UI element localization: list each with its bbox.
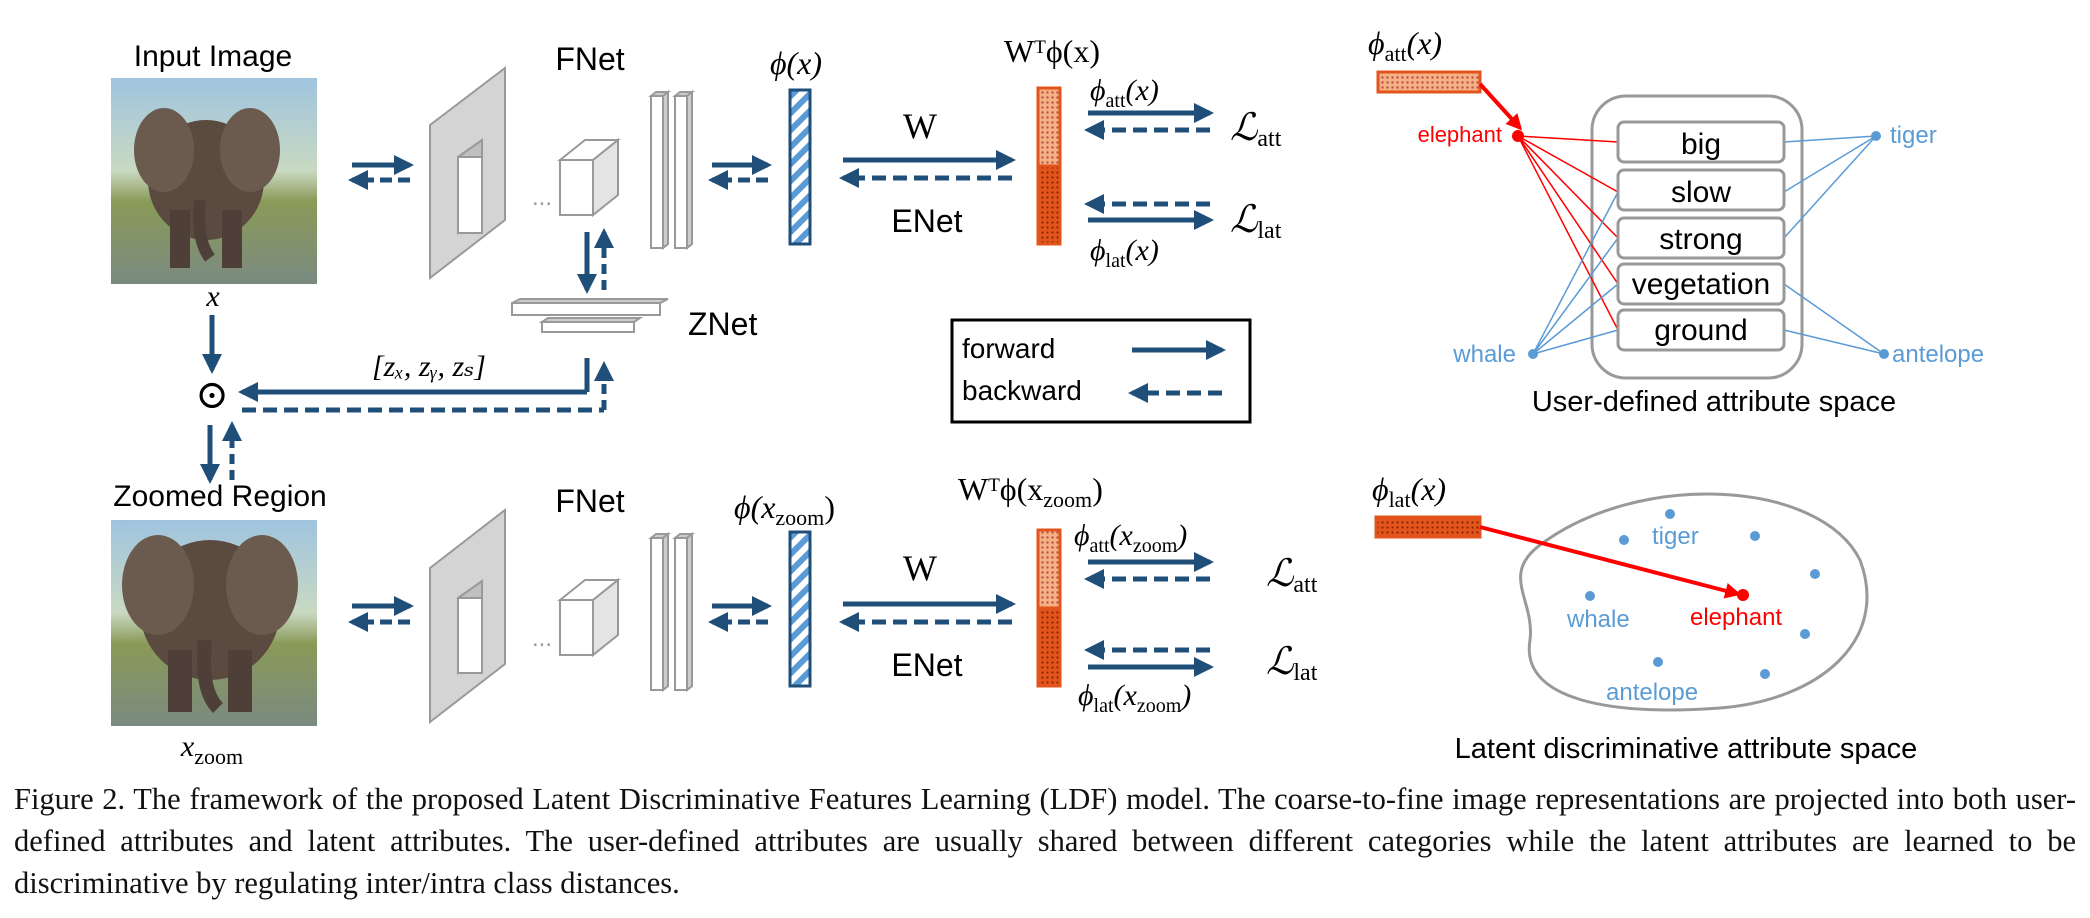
legend-backward-label: backward (962, 375, 1082, 406)
input-image-label: Input Image (134, 40, 292, 73)
input-image (111, 78, 317, 284)
phi-lat-x-zoom-label: ϕlat(xzoom) (1078, 679, 1191, 717)
wt-phi-zoom-att-part (1036, 528, 1062, 610)
elephant-label-attr: elephant (1418, 122, 1502, 147)
phi-att-bar (1376, 70, 1482, 94)
phi-x-zoom-label: ϕ(xzoom) (734, 489, 835, 530)
attribute-blue-links (1532, 135, 1885, 355)
w-label-top: W (903, 106, 937, 146)
elephant-point-attr (1512, 130, 1524, 142)
tiger-label-latent: tiger (1652, 523, 1699, 550)
attribute-ground: ground (1654, 314, 1747, 347)
phi-lat-to-elephant-arrow (1479, 525, 1742, 599)
phi-att-to-elephant-arrow (1478, 82, 1523, 131)
phi-att-x-zoom-label: ϕatt(xzoom) (1074, 519, 1187, 557)
w-label-bottom: W (903, 548, 937, 588)
attribute-strong: strong (1659, 223, 1742, 256)
attribute-space-title: User-defined attribute space (1532, 386, 1896, 418)
znet-block (511, 298, 669, 333)
znet-odot-arrows (238, 358, 614, 413)
whale-label-latent: whale (1566, 606, 1630, 633)
legend: forward backward (950, 318, 1252, 424)
legend-forward-label: forward (962, 333, 1055, 364)
antelope-label-latent: antelope (1606, 679, 1698, 706)
figure-caption: Figure 2. The framework of the proposed … (14, 782, 2076, 900)
x-zoom-label: xzoom (180, 730, 243, 769)
wt-phi-x-label: Wᵀϕ(x) (1004, 33, 1100, 69)
fnet-phi-zoom-arrows (708, 596, 772, 632)
phi-att-x-label-right: ϕatt(x) (1368, 25, 1442, 66)
attribute-vegetation: vegetation (1632, 268, 1770, 301)
loss-lat-bottom: ℒlat (1266, 641, 1318, 686)
phi-x-label: ϕ(x) (770, 45, 822, 81)
fnet-znet-arrows (577, 228, 614, 294)
latent-space-blob (1519, 492, 1869, 712)
input-fnet-arrows (348, 155, 414, 190)
phi-lat-x-label-top: ϕlat(x) (1090, 234, 1159, 272)
loss-lat-top: ℒlat (1230, 199, 1282, 244)
phi-att-x-label-top: ϕatt(x) (1090, 74, 1159, 112)
fnet-label-top: FNet (555, 41, 624, 77)
fnet-phi-arrows (708, 155, 772, 190)
enet-label-bottom: ENet (891, 647, 962, 683)
phi-lat-bar (1374, 515, 1482, 539)
zoomed-image (111, 520, 317, 726)
framework-figure: Input Image x FNet ... ϕ(x) (111, 25, 1984, 769)
elephant-point-latent (1737, 589, 1749, 601)
latent-space-title: Latent discriminative attribute space (1455, 733, 1918, 765)
whale-label-attr: whale (1452, 341, 1516, 368)
fnet-ellipsis-bottom: ... (532, 625, 552, 652)
antelope-point-attr (1879, 349, 1889, 359)
wt-phi-zoom-lat-part (1036, 606, 1062, 688)
wt-phi-x-zoom-label: Wᵀϕ(xzoom) (958, 471, 1103, 512)
wt-phi-att-part (1036, 86, 1062, 168)
phi-x-zoom-vector (788, 530, 812, 688)
antelope-label-attr: antelope (1892, 341, 1984, 368)
fnet-top (429, 65, 695, 281)
phi-lat-x-label-right: ϕlat(x) (1372, 471, 1446, 512)
wt-phi-lat-part (1036, 164, 1062, 246)
elephant-label-latent: elephant (1690, 604, 1782, 631)
enet-label-top: ENet (891, 203, 962, 239)
zoomed-region-label: Zoomed Region (113, 480, 326, 513)
loss-att-bottom: ℒatt (1266, 553, 1318, 598)
tiger-label-attr: tiger (1890, 122, 1937, 149)
z-coords-label: [zₓ, zᵧ, zₛ] (372, 350, 486, 383)
phi-x-vector (788, 88, 812, 246)
latent-points (1585, 509, 1820, 679)
fnet-ellipsis-top: ... (532, 184, 552, 211)
odot-operator: ⊙ (195, 372, 229, 417)
x-label: x (205, 280, 220, 313)
znet-label: ZNet (688, 306, 757, 342)
fnet-bottom (429, 507, 695, 725)
attribute-boxes (1616, 120, 1786, 352)
tiger-point-attr (1871, 131, 1881, 141)
loss-att-top: ℒatt (1230, 107, 1282, 152)
whale-point-attr (1528, 349, 1538, 359)
attribute-slow: slow (1671, 176, 1731, 209)
attribute-big: big (1681, 128, 1721, 161)
zoom-fnet-arrows (348, 596, 414, 632)
fnet-label-bottom: FNet (555, 483, 624, 519)
